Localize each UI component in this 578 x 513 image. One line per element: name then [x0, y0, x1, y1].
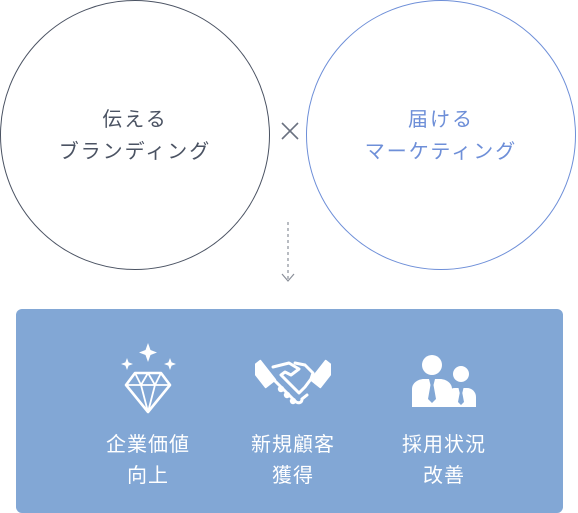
result-label-line2: 獲得 [272, 463, 314, 487]
results-panel: 企業価値 向上 新規顧客 獲得 採用状況 改善 [16, 309, 563, 513]
diamond-icon [121, 343, 176, 414]
result-new-customers: 新規顧客 獲得 [223, 309, 363, 513]
result-label-line1: 新規顧客 [251, 432, 335, 456]
handshake-icon [255, 359, 331, 405]
down-arrow-icon [281, 222, 295, 282]
result-corporate-value: 企業価値 向上 [78, 309, 218, 513]
people-icon [412, 355, 476, 407]
marketing-label-line2: マーケティング [364, 139, 518, 163]
result-label-line2: 改善 [423, 463, 465, 487]
result-recruiting: 採用状況 改善 [374, 309, 514, 513]
branding-label-line2: ブランディング [58, 139, 212, 163]
marketing-circle: 届ける マーケティング [306, 0, 576, 270]
branding-label-line1: 伝える [102, 107, 168, 131]
branding-circle: 伝える ブランディング [0, 0, 270, 270]
marketing-label-line1: 届ける [408, 107, 474, 131]
multiply-icon [281, 122, 299, 140]
result-label-line2: 向上 [127, 463, 169, 487]
result-label-line1: 採用状況 [402, 432, 486, 456]
result-label-line1: 企業価値 [106, 432, 190, 456]
